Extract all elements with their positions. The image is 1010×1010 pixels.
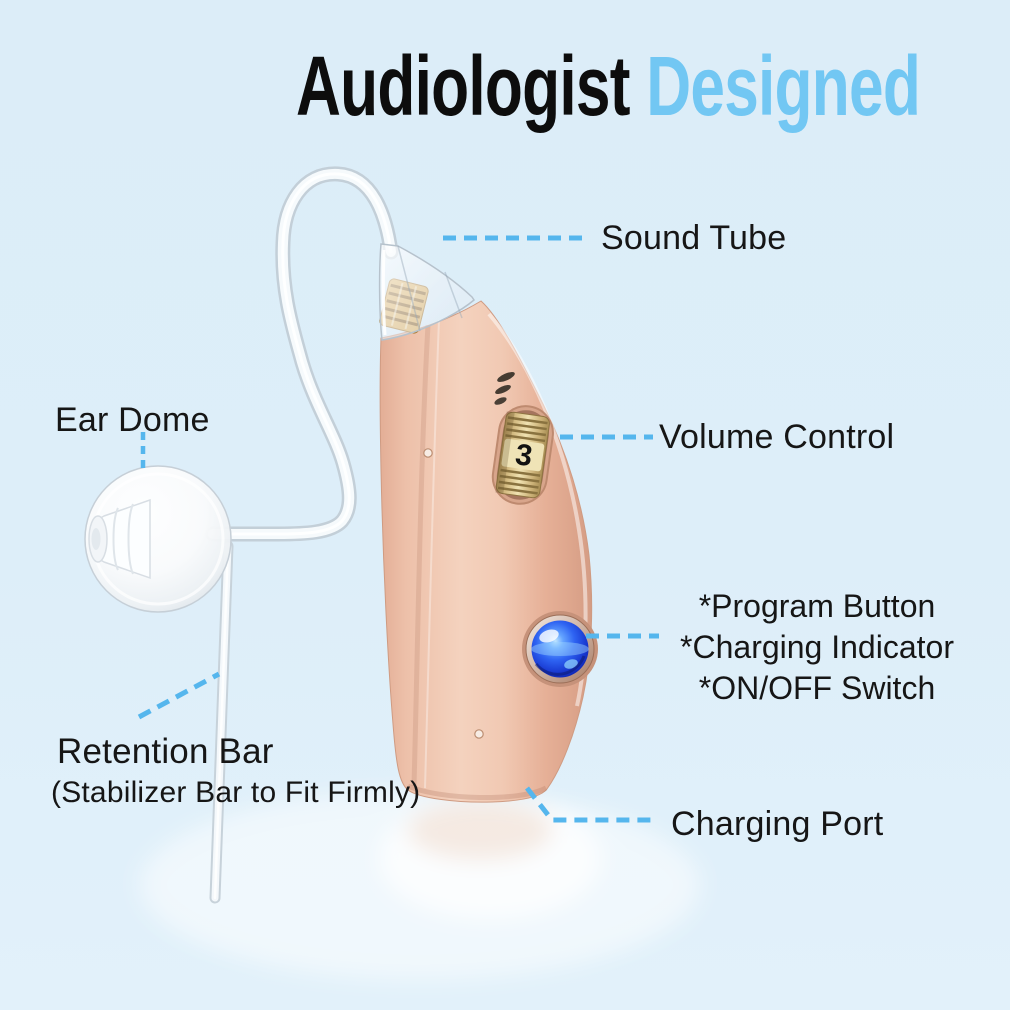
volume-level-number: 3	[513, 438, 534, 473]
label-group-program-button: *Program Button *Charging Indicator *ON/…	[664, 586, 970, 709]
body-pinhole-upper	[423, 448, 433, 458]
label-retention-bar: Retention Bar	[57, 732, 274, 771]
device-body-graphic	[379, 300, 593, 803]
label-charging-indicator: *Charging Indicator	[680, 629, 954, 665]
title-word-black: Audiologist	[296, 39, 630, 133]
volume-wheel-graphic: 3	[491, 405, 554, 505]
label-retention-bar-sub: (Stabilizer Bar to Fit Firmly)	[51, 776, 421, 809]
callout-line-retention-bar	[137, 671, 221, 720]
label-sound-tube: Sound Tube	[601, 219, 787, 257]
ear-dome-graphic	[84, 465, 232, 613]
label-on-off-switch: *ON/OFF Switch	[698, 670, 936, 706]
body-pinhole-lower	[474, 729, 484, 739]
title-word-accent: Designed	[646, 39, 921, 133]
sound-tube-graphic	[205, 166, 399, 542]
label-charging-port: Charging Port	[671, 805, 884, 843]
label-ear-dome: Ear Dome	[55, 401, 210, 439]
program-button-graphic	[522, 611, 598, 687]
microphone-slots	[494, 372, 515, 405]
page-title: Audiologist Designed	[296, 38, 921, 135]
callout-line-charging-port	[525, 786, 654, 823]
tube-connector-cap	[378, 243, 475, 341]
floor-reflection	[140, 790, 700, 980]
label-program-button: *Program Button	[698, 588, 936, 624]
label-volume-control: Volume Control	[659, 418, 895, 456]
retention-bar-graphic	[209, 540, 234, 904]
